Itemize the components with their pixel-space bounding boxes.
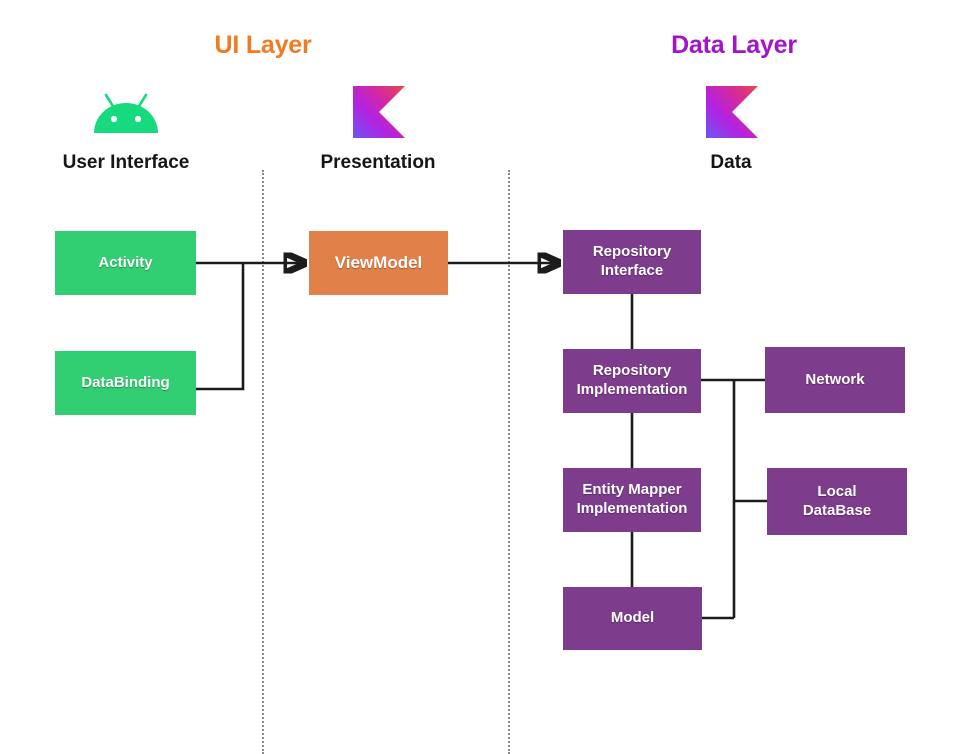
module-caption-data: Data (710, 152, 752, 173)
module-caption-presentation: Presentation (320, 152, 436, 173)
node-activity[interactable]: Activity (55, 231, 196, 295)
data-layer-title: Data Layer (671, 31, 797, 59)
kotlin-icon (706, 86, 758, 138)
ui-layer-title: UI Layer (214, 31, 312, 59)
kotlin-icon (353, 86, 405, 138)
node-viewmodel[interactable]: ViewModel (309, 231, 448, 295)
divider-ui-presentation (262, 170, 264, 754)
module-caption-user-interface: User Interface (62, 152, 190, 173)
node-databinding[interactable]: DataBinding (55, 351, 196, 415)
node-network[interactable]: Network (765, 347, 905, 413)
android-icon (93, 92, 159, 134)
node-model[interactable]: Model (563, 587, 702, 650)
divider-presentation-data (508, 170, 510, 754)
